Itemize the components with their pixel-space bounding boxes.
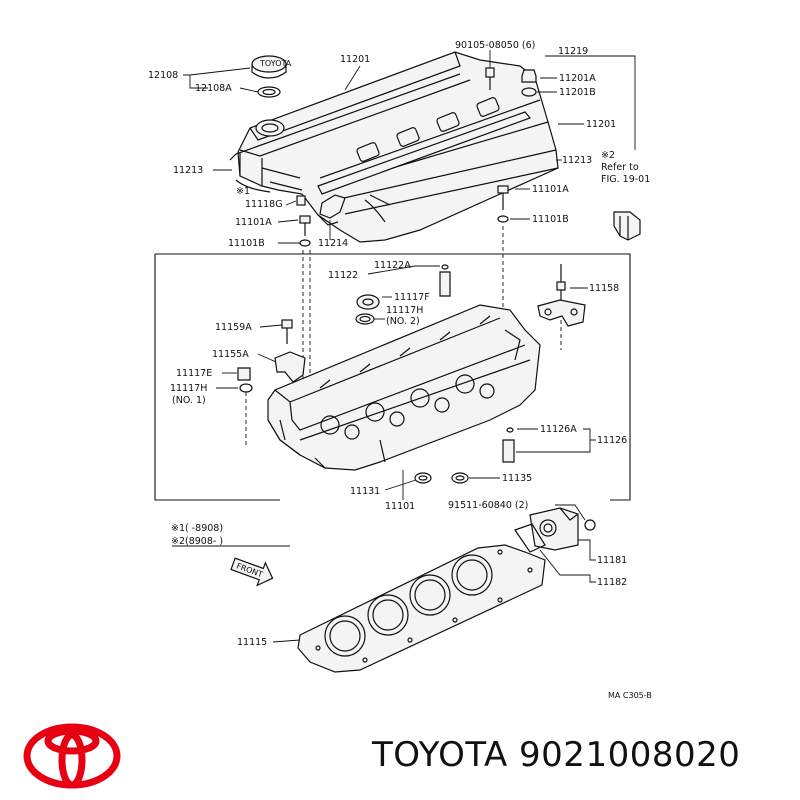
label-12108a: 12108A	[195, 83, 232, 94]
label-11101b-right: 11101B	[532, 214, 569, 225]
stud-left	[299, 215, 311, 247]
label-12108: 12108	[148, 70, 178, 81]
part-number: 9021008020	[519, 735, 741, 775]
plug-11118g	[296, 195, 306, 206]
label-11126a: 11126A	[540, 424, 577, 435]
brand-name: TOYOTA	[372, 735, 508, 775]
washer-11201b	[521, 87, 537, 97]
brand-caption: TOYOTA 9021008020	[372, 735, 740, 775]
cap-11155a	[274, 351, 306, 383]
plug-11117e	[237, 367, 251, 381]
plug-hole-row	[356, 97, 500, 162]
label-11122a: 11122A	[374, 260, 411, 271]
reference-code: MA C305-B	[608, 691, 652, 700]
label-11117h-no1-b: (NO. 1)	[172, 395, 206, 406]
guide-11126	[502, 427, 515, 463]
label-90105: 90105-08050 (6)	[455, 40, 535, 51]
note2-mark: ※2	[601, 150, 615, 161]
label-11117h-no1-a: 11117H	[170, 383, 207, 394]
sensor-bracket	[613, 211, 641, 241]
guide-11122	[439, 264, 451, 297]
label-11214: 11214	[318, 238, 348, 249]
label-11101b-left: 11101B	[228, 238, 265, 249]
label-11158: 11158	[589, 283, 619, 294]
legend-line-1: ※1( -8908)	[171, 523, 223, 534]
port-row	[320, 374, 495, 440]
plug-11131	[414, 472, 432, 484]
label-11201-right: 11201	[586, 119, 616, 130]
label-11201a: 11201A	[559, 73, 596, 84]
label-11122: 11122	[328, 270, 358, 281]
label-11181: 11181	[597, 555, 627, 566]
cylinder-head-cover	[237, 51, 559, 243]
label-11131: 11131	[350, 486, 380, 497]
head-gasket	[297, 544, 546, 673]
label-11126: 11126	[597, 435, 627, 446]
seal-11117h-no2	[355, 313, 375, 325]
label-11101a-right: 11101A	[532, 184, 569, 195]
label-11117h-no2-b: (NO. 2)	[386, 316, 420, 327]
label-11219: 11219	[558, 46, 588, 57]
label-11182: 11182	[597, 577, 627, 588]
cap-text: TOYOTA	[259, 59, 292, 68]
label-91511: 91511-60840 (2)	[448, 500, 528, 511]
outlet-gasket	[514, 523, 546, 553]
note1-mark: ※1	[236, 186, 250, 197]
label-11118g: 11118G	[245, 199, 283, 210]
stud-11158	[537, 264, 586, 327]
plug-11135	[451, 472, 469, 484]
note2-line1: Refer to	[601, 162, 639, 173]
legend-line-2: ※2(8908- )	[171, 536, 223, 547]
cylinder-head	[267, 304, 541, 471]
water-outlet	[529, 507, 579, 551]
front-arrow: FRONT	[230, 557, 274, 587]
breather-plate	[317, 194, 346, 226]
label-11201-top: 11201	[340, 54, 370, 65]
label-11201b: 11201B	[559, 87, 596, 98]
leader-lines	[172, 50, 636, 643]
bolt-11159a	[281, 319, 293, 344]
label-11213-right: 11213	[562, 155, 592, 166]
grommet-11201a	[521, 69, 537, 83]
label-11101a-left: 11101A	[235, 217, 272, 228]
label-11155a: 11155A	[212, 349, 249, 360]
label-11135: 11135	[502, 473, 532, 484]
plug-11117f	[356, 294, 380, 310]
oil-filler-cap: TOYOTA	[251, 55, 292, 98]
label-11117e: 11117E	[176, 368, 212, 379]
stud-right	[497, 185, 509, 223]
part-labels: 12108 12108A 11201 90105-08050 (6) 11219…	[148, 40, 652, 700]
label-11117f: 11117F	[394, 292, 430, 303]
label-11117h-no2-a: 11117H	[386, 305, 423, 316]
label-11213-left: 11213	[173, 165, 203, 176]
note2-line2: FIG. 19-01	[601, 174, 650, 185]
label-11159a: 11159A	[215, 322, 252, 333]
seal-11117h-no1	[239, 383, 253, 393]
label-11115: 11115	[237, 637, 267, 648]
label-11101: 11101	[385, 501, 415, 512]
toyota-logo-icon	[23, 723, 121, 789]
